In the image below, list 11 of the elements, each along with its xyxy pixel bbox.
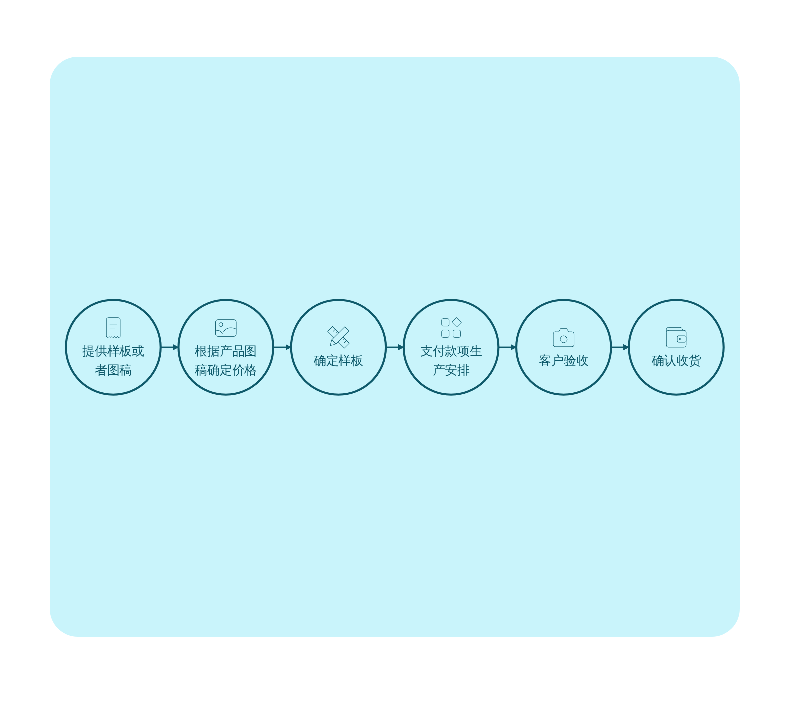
- node-circle: 确认收货: [628, 298, 725, 396]
- arrow: [273, 344, 292, 350]
- node-circle: 提供样板或者图稿: [65, 298, 162, 396]
- node-circle: 客户验收: [516, 298, 612, 396]
- node-circle: 确定样板: [290, 298, 388, 396]
- node-circle: 根据产品图稿确定价格: [178, 298, 274, 396]
- arrow: [498, 344, 517, 350]
- arrow: [160, 344, 179, 350]
- node-circle: 支付款项生产安排: [402, 298, 500, 396]
- arrow: [611, 344, 630, 350]
- arrow: [386, 344, 404, 350]
